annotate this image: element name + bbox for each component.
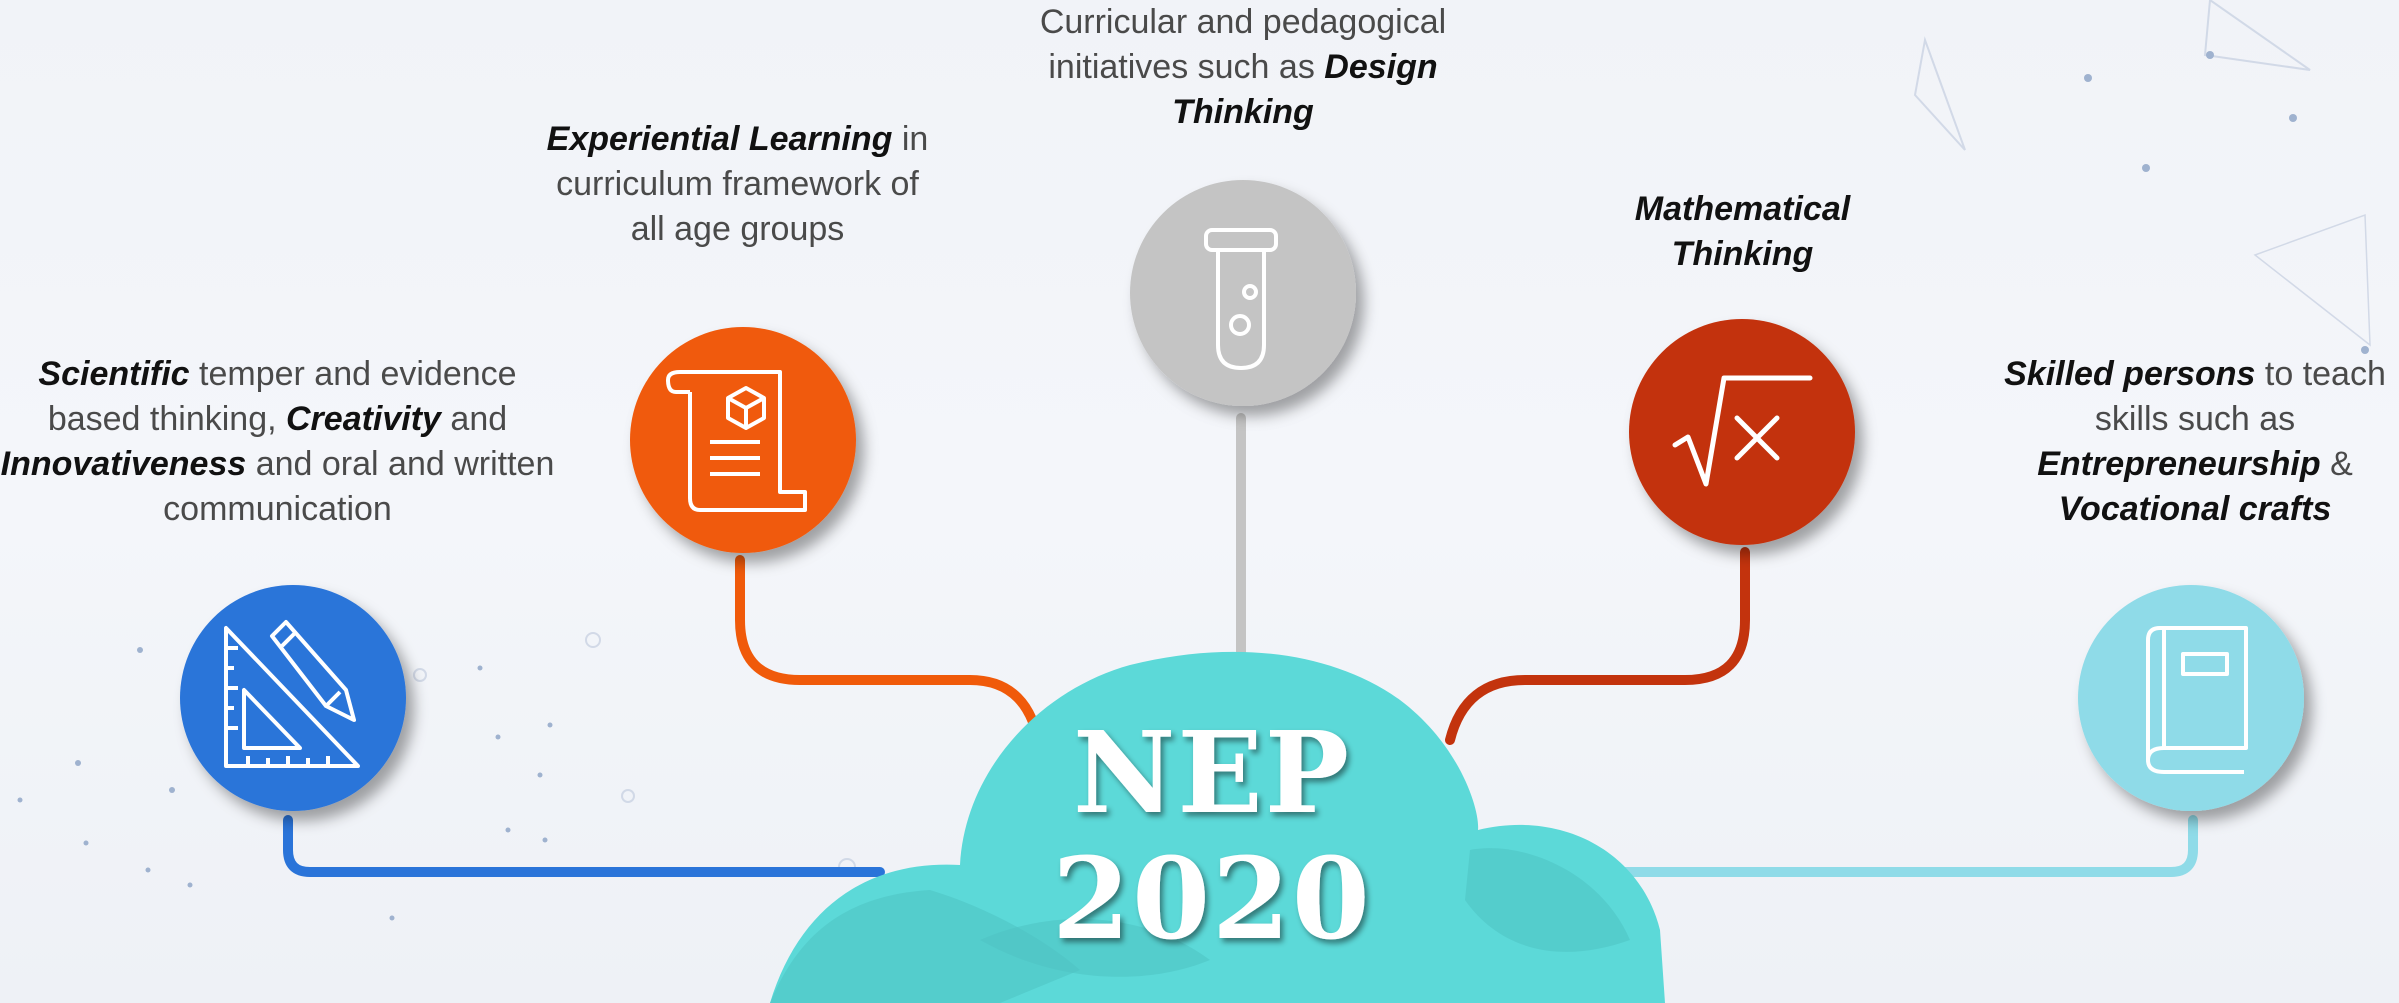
center-title-line1: NEP	[1073, 708, 1351, 839]
mathematical-text-segment: Mathematical Thinking	[1634, 190, 1851, 273]
scientific-text-segment: and oral and written communication	[163, 445, 555, 528]
design-thinking-text: Curricular and pedagogical initiatives s…	[1003, 0, 1483, 135]
connector-mathematical	[1445, 547, 1750, 745]
connector-skilled	[1575, 815, 2198, 877]
mathematical-thinking-text: Mathematical Thinking	[1600, 187, 1885, 277]
node-design	[1130, 180, 1356, 406]
ruler-pencil-icon	[224, 620, 360, 768]
connector-scientific	[283, 815, 885, 877]
center-title-line2: 2020	[1052, 834, 1372, 965]
scientific-text-segment: Creativity	[286, 400, 441, 438]
square-root-icon	[1672, 375, 1813, 487]
skilled-text-segment: Skilled persons	[2004, 355, 2256, 393]
experiential-text-segment: in curriculum framework of all age group…	[556, 120, 929, 248]
design-text-segment: Curricular and pedagogical initiatives s…	[1039, 3, 1447, 86]
test-tube-icon	[1204, 228, 1278, 370]
book-icon	[2146, 626, 2248, 774]
scientific-text-segment: temper and evidence based thinking,	[47, 355, 517, 438]
node-mathematical	[1629, 319, 1855, 545]
node-experiential	[630, 327, 856, 553]
skilled-persons-text: Skilled persons to teach skills such as …	[2000, 352, 2390, 532]
scientific-text: Scientific temper and evidence based thi…	[0, 352, 555, 532]
background-dots	[17, 51, 2369, 921]
experiential-text-segment: Experiential Learning	[546, 120, 893, 158]
skilled-text-segment: &	[2320, 445, 2353, 483]
scientific-text-segment: Innovativeness	[0, 445, 247, 483]
scientific-text-segment: and	[440, 400, 508, 438]
skilled-text-segment: Entrepreneurship	[2037, 445, 2321, 483]
experiential-learning-text: Experiential Learning in curriculum fram…	[540, 117, 935, 252]
center-cloud: NEP 2020	[770, 651, 1665, 1003]
scientific-text-segment: Scientific	[38, 355, 190, 393]
skilled-text-segment: to teach skills such as	[2094, 355, 2386, 438]
scroll-cube-icon	[666, 370, 807, 512]
connector-experiential	[735, 555, 1045, 755]
design-text-segment: Design Thinking	[1172, 48, 1438, 131]
node-scientific	[180, 585, 406, 811]
skilled-text-segment: Vocational crafts	[2058, 490, 2332, 528]
background-decoration	[413, 0, 2371, 876]
node-skilled	[2078, 585, 2304, 811]
